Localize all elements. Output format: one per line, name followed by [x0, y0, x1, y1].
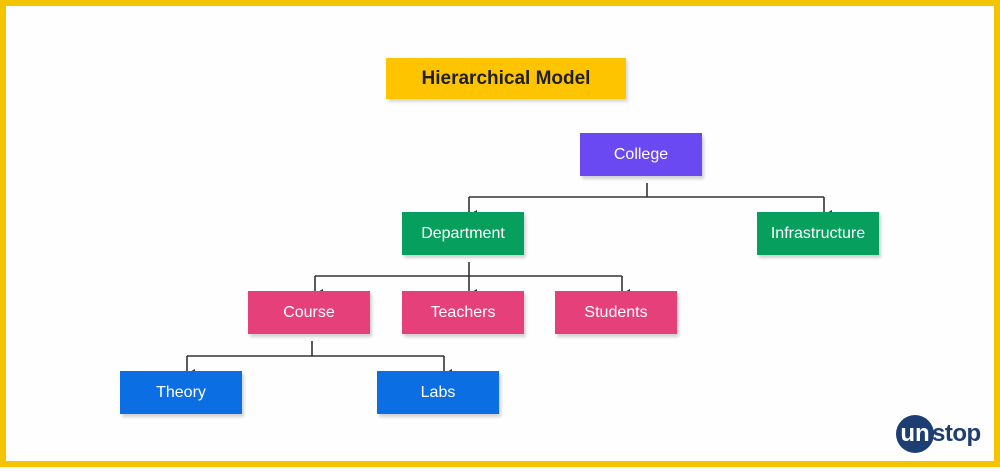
- node-students: Students: [555, 291, 677, 334]
- node-department: Department: [402, 212, 524, 255]
- node-infrastructure: Infrastructure: [757, 212, 879, 255]
- node-teachers: Teachers: [402, 291, 524, 334]
- logo-text: stop: [932, 420, 981, 447]
- unstop-logo: un stop: [896, 414, 981, 454]
- node-course: Course: [248, 291, 370, 334]
- node-theory: Theory: [120, 371, 242, 414]
- node-labs: Labs: [377, 371, 499, 414]
- diagram-title: Hierarchical Model: [386, 58, 626, 99]
- node-college: College: [580, 133, 702, 176]
- logo-initial: un: [896, 415, 934, 453]
